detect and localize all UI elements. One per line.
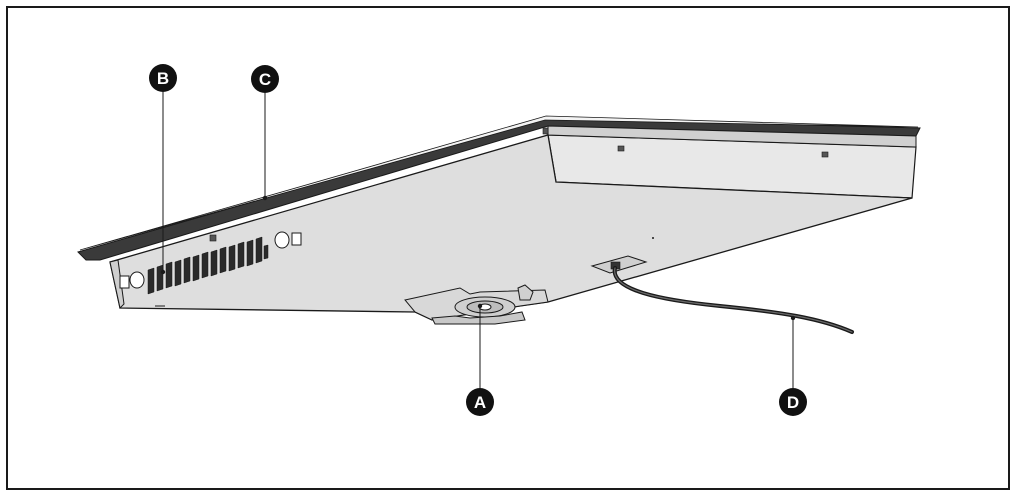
connector-round bbox=[274, 231, 290, 249]
leader-dot-c bbox=[262, 195, 268, 201]
callout-c-letter: C bbox=[259, 70, 271, 89]
power-cable bbox=[612, 266, 854, 334]
power-cable-highlight bbox=[614, 267, 853, 333]
leader-dot-d bbox=[790, 315, 796, 321]
mounting-tab bbox=[542, 127, 549, 135]
callout-a-letter: A bbox=[474, 393, 486, 412]
connector-round bbox=[129, 271, 145, 289]
ventilation-slots bbox=[147, 236, 269, 295]
callout-a: A bbox=[466, 388, 494, 416]
connector-square bbox=[291, 232, 302, 246]
callout-d-letter: D bbox=[787, 393, 799, 412]
callout-b: B bbox=[149, 64, 177, 92]
glass-top-surface bbox=[79, 115, 919, 251]
cooling-fan bbox=[404, 284, 549, 325]
callout-d: D bbox=[779, 388, 807, 416]
mounting-tab bbox=[821, 151, 829, 158]
callout-b-letter: B bbox=[157, 69, 169, 88]
connector-square bbox=[119, 275, 130, 289]
callout-c: C bbox=[251, 65, 279, 93]
mounting-tab bbox=[209, 234, 217, 242]
leader-dot-b bbox=[160, 269, 166, 275]
mounting-tab bbox=[617, 145, 625, 152]
leader-dot-a bbox=[477, 303, 483, 309]
housing-front-edge bbox=[109, 259, 125, 310]
underside-dot bbox=[652, 237, 654, 239]
